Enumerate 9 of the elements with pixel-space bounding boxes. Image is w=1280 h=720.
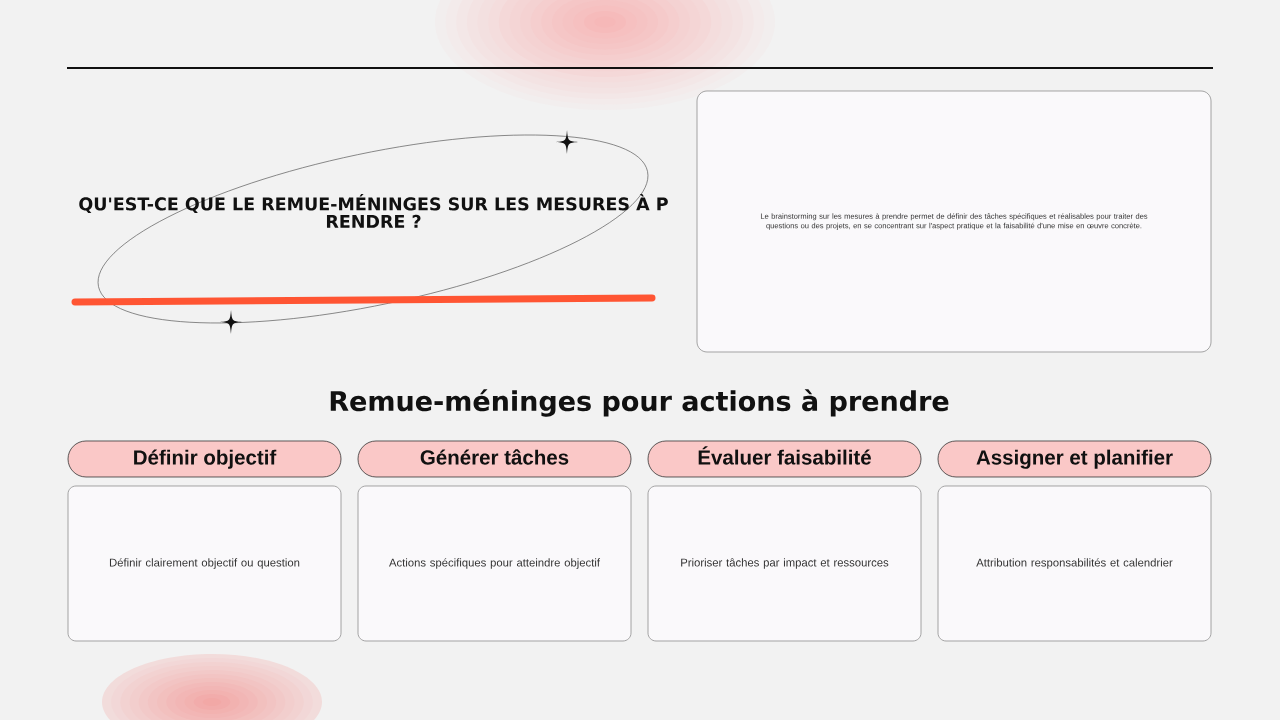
step-card: Définir clairement objectif ou question	[67, 485, 342, 642]
step-card: Prioriser tâches par impact et ressources	[647, 485, 922, 642]
step-card: Attribution responsabilités et calendrier	[937, 485, 1212, 642]
step-pill: Définir objectif	[67, 440, 342, 478]
step-pill: Évaluer faisabilité	[647, 440, 922, 478]
step-card: Actions spécifiques pour atteindre objectif	[357, 485, 632, 642]
step-pill: Assigner et planifier	[937, 440, 1212, 478]
heading: Remue-méninges pour actions à prendre	[330, 389, 949, 417]
step-pill: Générer tâches	[357, 440, 632, 478]
